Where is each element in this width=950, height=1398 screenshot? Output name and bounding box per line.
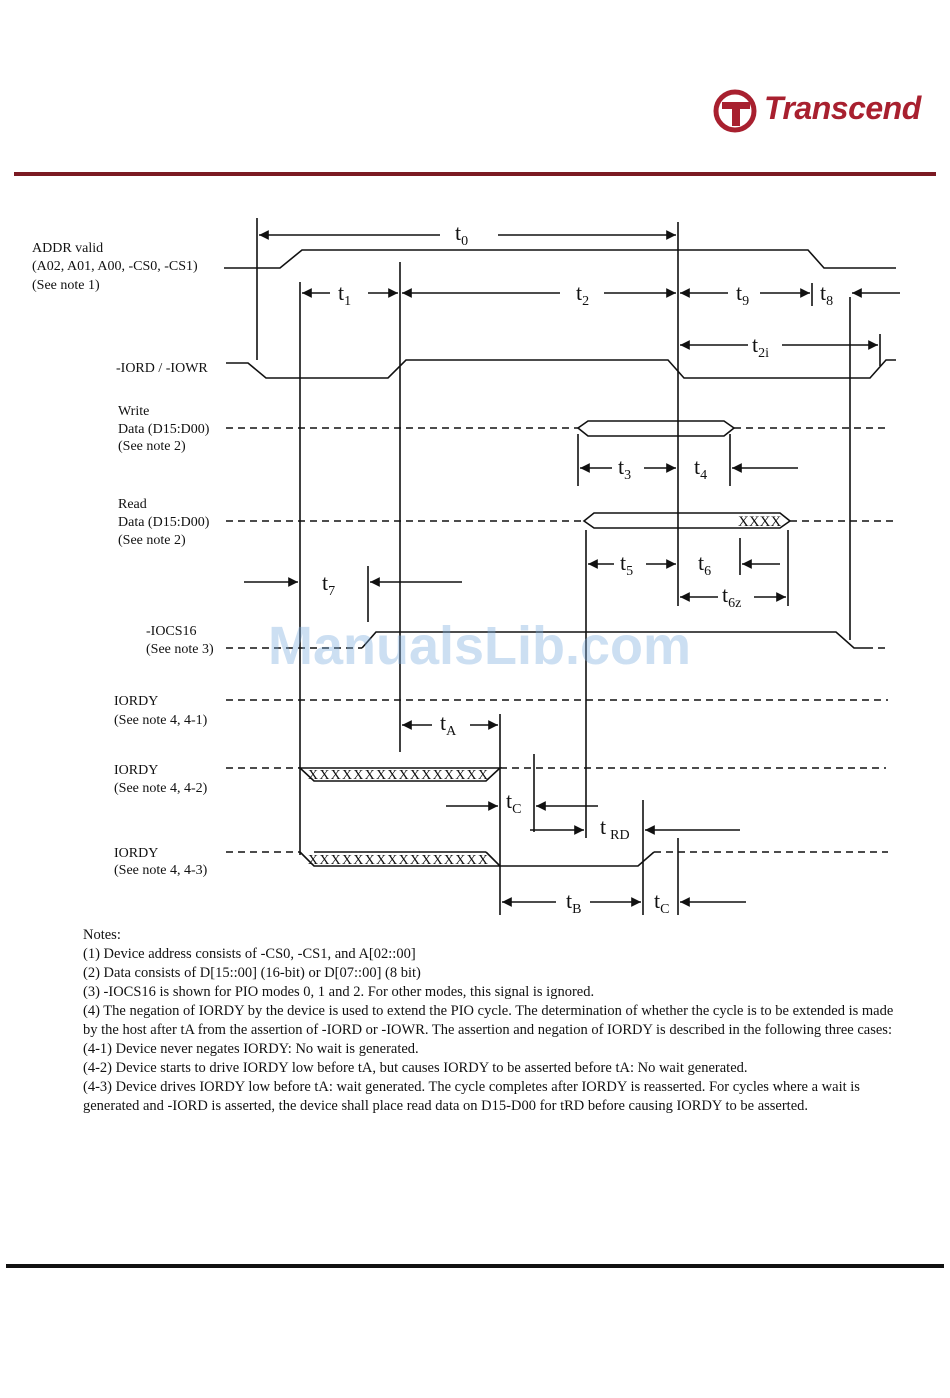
t1-label: t1: [338, 280, 351, 309]
addr-label-line3: (See note 1): [32, 278, 100, 293]
tb-label: tB: [566, 888, 581, 917]
note-4-2: (4-2) Device starts to drive IORDY low b…: [83, 1060, 748, 1076]
signal-labels: ADDR valid (A02, A01, A00, -CS0, -CS1) (…: [32, 241, 214, 878]
reference-lines: [256, 218, 881, 915]
note-4-1: (4-1) Device never negates IORDY: No wai…: [83, 1041, 419, 1057]
iordy2-label-line1: IORDY: [114, 763, 158, 778]
tc1-label: tC: [506, 788, 521, 817]
t6-label: t6: [698, 550, 711, 579]
write-data-valid: [576, 420, 736, 437]
t0-label: t0: [455, 220, 468, 249]
t2-label: t2: [576, 280, 589, 309]
note-2: (2) Data consists of D[15::00] (16-bit) …: [83, 965, 421, 981]
t4-label: t4: [694, 454, 707, 483]
tc2-label: tC: [654, 888, 669, 917]
read-label-line1: Read: [118, 497, 147, 512]
iordy2-label-line2: (See note 4, 4-2): [114, 781, 208, 796]
iordy3-waveform: [299, 851, 655, 867]
transcend-logo: Transcend: [712, 88, 934, 134]
transcend-logo-mark-icon: [713, 89, 757, 133]
iordy1-label-line2: (See note 4, 4-1): [114, 713, 208, 728]
ta-label: tA: [440, 710, 457, 739]
brand-name: Transcend: [764, 90, 921, 126]
iocs16-waveform: [361, 631, 866, 649]
iord-label: -IORD / -IOWR: [116, 361, 208, 376]
addr-label-line2: (A02, A01, A00, -CS0, -CS1): [32, 259, 198, 274]
iordy2-hatch: XXXXXXXXXXXXXXXX: [308, 768, 488, 783]
timing-labels: t0 t1 t2 t9 t8 t2i t3 t4 t5 t6 t6z t7 tA…: [322, 220, 833, 917]
iordy3-hatch: XXXXXXXXXXXXXXXX: [308, 853, 488, 868]
t6z-label: t6z: [722, 582, 741, 611]
iordy3-label-line2: (See note 4, 4-3): [114, 863, 208, 878]
t2i-label: t2i: [752, 332, 769, 361]
notes-section: Notes: (1) Device address consists of -C…: [83, 926, 898, 1116]
t7-label: t7: [322, 570, 335, 599]
t5-label: t5: [620, 550, 633, 579]
read-label-line2: Data (D15:D00): [118, 515, 210, 530]
addr-label-line1: ADDR valid: [32, 241, 103, 256]
timing-arrows: [244, 230, 900, 907]
watermark: ManualsLib.com: [268, 616, 692, 676]
waveforms: [224, 249, 898, 867]
iocs16-label-line2: (See note 3): [146, 642, 214, 657]
write-label-line1: Write: [118, 404, 149, 419]
iord-waveform: [226, 359, 896, 379]
note-4: (4) The negation of IORDY by the device …: [83, 1003, 894, 1038]
iocs16-label-line1: -IOCS16: [146, 624, 197, 639]
t3-label: t3: [618, 454, 631, 483]
iordy3-hatch-right: [485, 851, 501, 867]
note-1: (1) Device address consists of -CS0, -CS…: [83, 946, 416, 962]
iordy1-label-line1: IORDY: [114, 694, 158, 709]
iordy2-hatch-box: [297, 767, 503, 782]
footer-rule: [6, 1264, 944, 1268]
read-data-hatch: XXXX: [738, 514, 781, 530]
t9-label: t9: [736, 280, 749, 309]
note-3: (3) -IOCS16 is shown for PIO modes 0, 1 …: [83, 984, 595, 1000]
iordy3-label-line1: IORDY: [114, 846, 158, 861]
write-label-line2: Data (D15:D00): [118, 422, 210, 437]
t8-label: t8: [820, 280, 833, 309]
note-4-3: (4-3) Device drives IORDY low before tA:…: [83, 1079, 860, 1114]
header-rule: [14, 172, 936, 176]
addr-waveform: [224, 249, 896, 269]
notes-heading: Notes:: [83, 927, 121, 943]
write-label-line3: (See note 2): [118, 439, 186, 454]
read-label-line3: (See note 2): [118, 533, 186, 548]
